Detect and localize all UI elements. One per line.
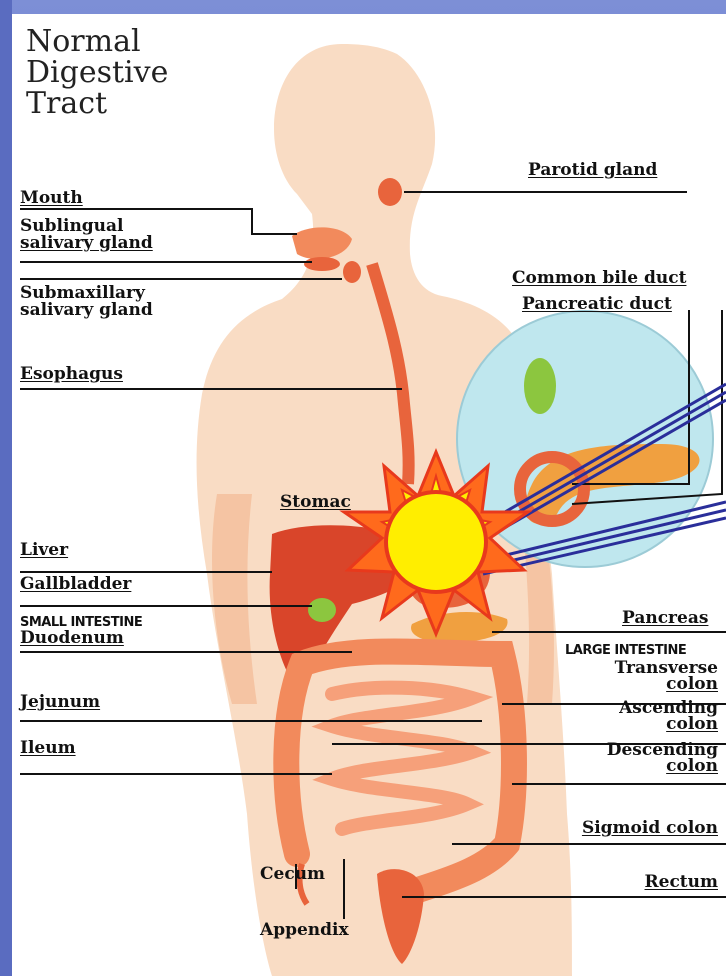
gallbladder-shape <box>308 598 336 622</box>
label-transverse-2: colon <box>602 676 718 693</box>
inset-gallbladder <box>524 358 556 414</box>
label-rectum: Rectum <box>612 874 718 891</box>
label-pancreatic-duct: Pancreatic duct <box>522 296 672 313</box>
label-cecum: Cecum <box>260 866 325 883</box>
label-stomach: Stomac <box>280 494 351 511</box>
label-appendix: Appendix <box>260 922 349 939</box>
label-jejunum: Jejunum <box>20 694 100 711</box>
label-sigmoid-colon: Sigmoid colon <box>552 820 718 837</box>
label-liver: Liver <box>20 542 68 559</box>
label-parotid-gland: Parotid gland <box>528 162 657 179</box>
label-ascending-2: colon <box>592 716 718 733</box>
parotid-gland-shape <box>378 178 402 206</box>
label-descending-2: colon <box>582 758 718 775</box>
diagram-title: Normal Digestive Tract <box>26 26 168 119</box>
label-esophagus: Esophagus <box>20 366 123 383</box>
label-ileum: Ileum <box>20 740 76 757</box>
label-large-intestine: LARGE INTESTINE <box>565 642 686 659</box>
sublingual-gland-shape <box>304 257 340 271</box>
label-pancreas: Pancreas <box>622 610 708 627</box>
label-submaxillary-2: salivary gland <box>20 302 153 319</box>
submaxillary-gland-shape <box>343 261 361 283</box>
label-common-bile-duct: Common bile duct <box>512 270 686 287</box>
label-gallbladder: Gallbladder <box>20 576 131 593</box>
label-duodenum: Duodenum <box>20 630 124 647</box>
slide-edge <box>0 0 12 976</box>
label-sublingual-2: salivary gland <box>20 235 153 252</box>
diagram-panel: Normal Digestive Tract Parotid gland Mou… <box>12 14 726 976</box>
label-mouth: Mouth <box>20 190 83 207</box>
